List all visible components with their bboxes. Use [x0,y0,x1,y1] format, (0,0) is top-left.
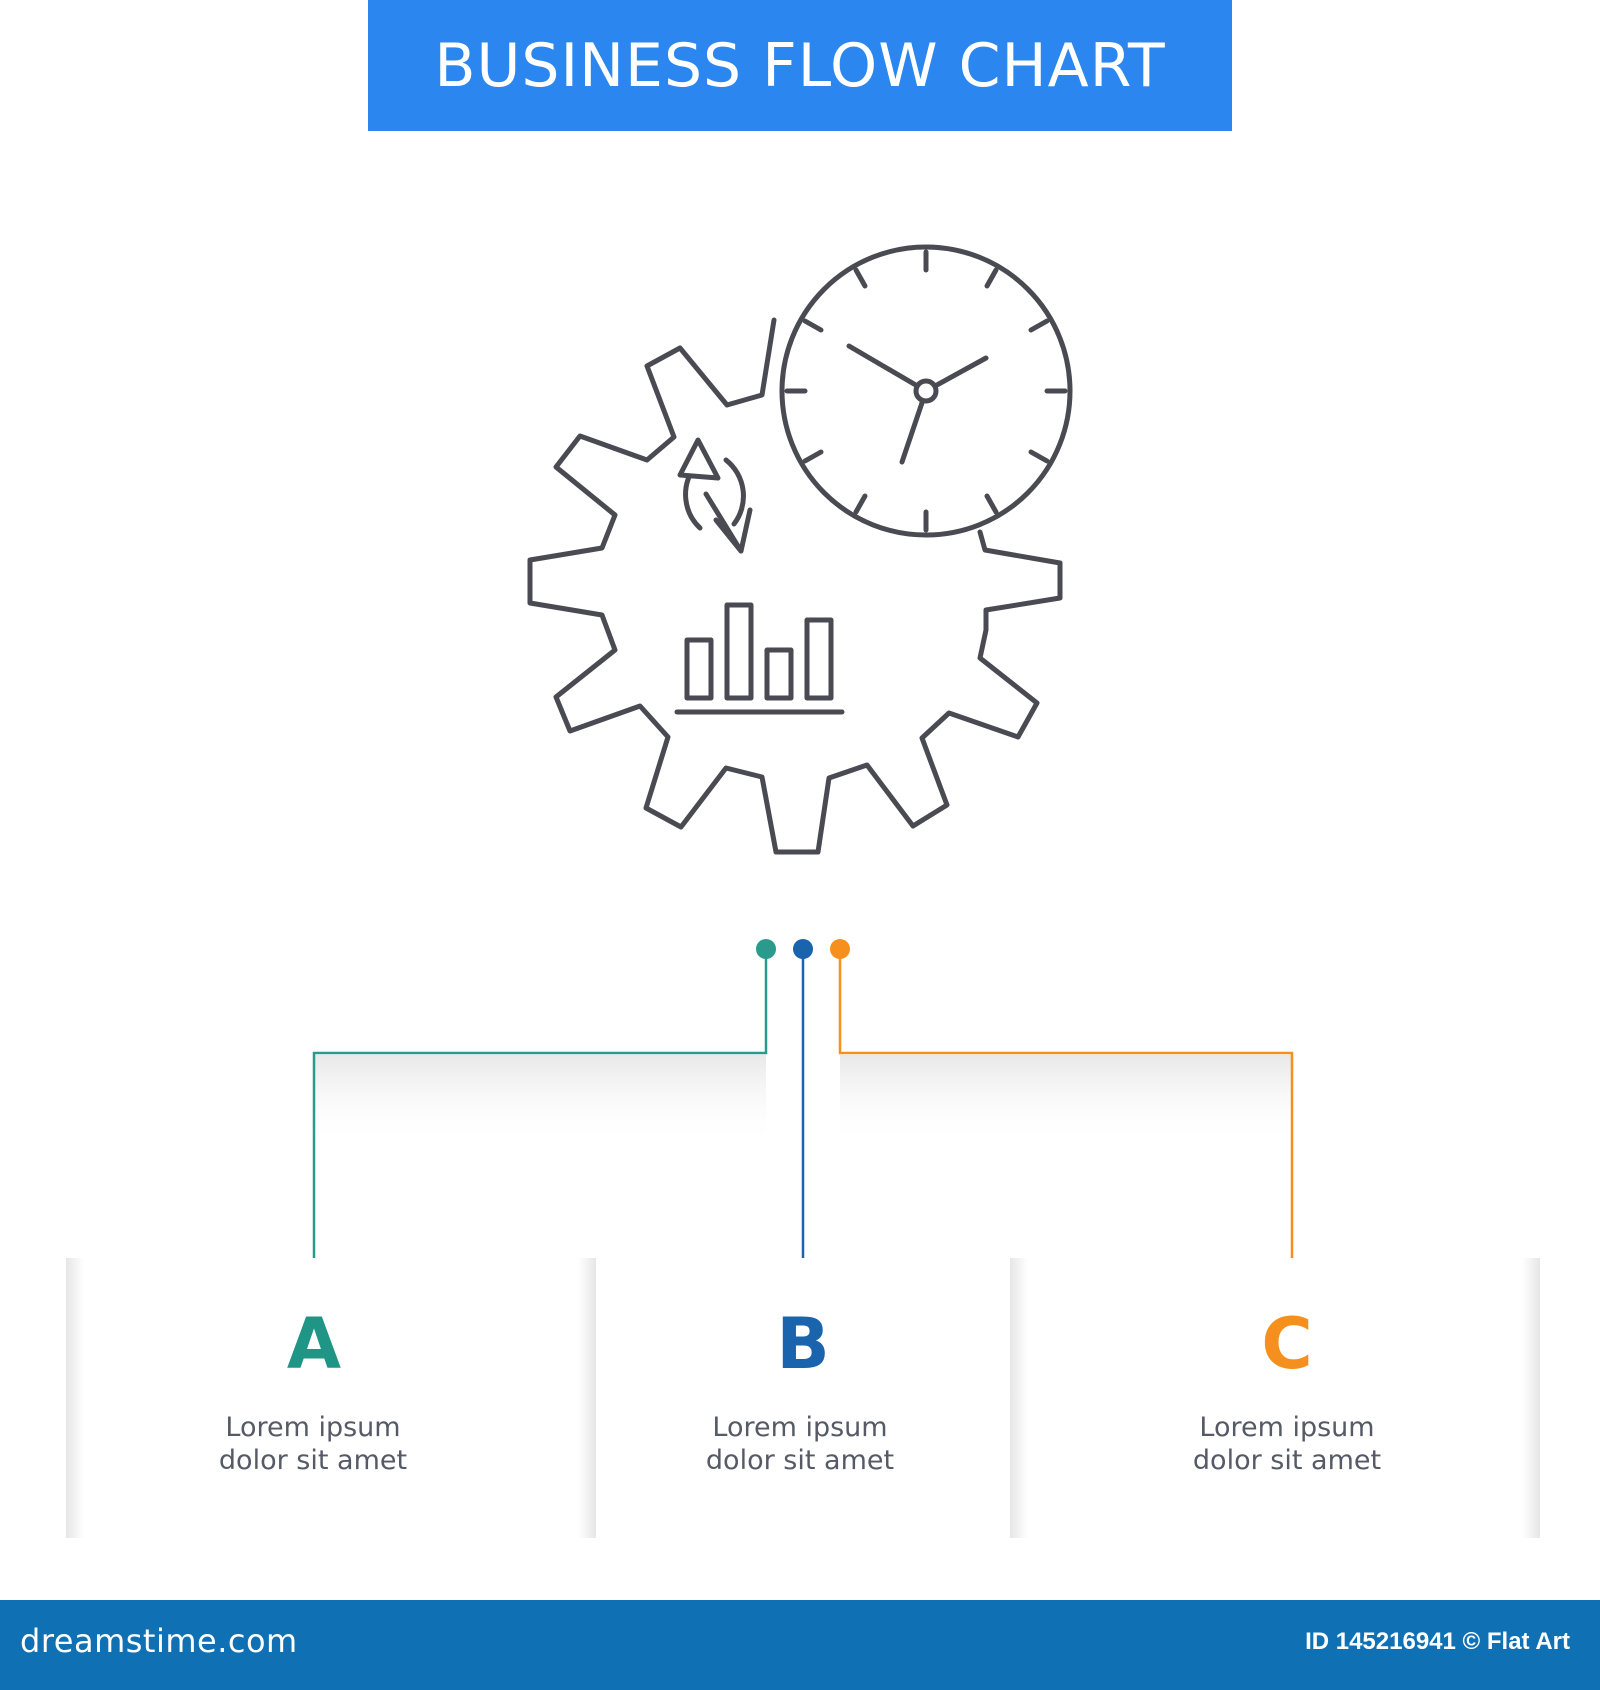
connector-shade-left [314,1055,766,1145]
step-text-a: Lorem ipsum dolor sit amet [183,1411,443,1477]
connector-shade-right [840,1055,1292,1145]
refresh-icon [677,437,753,554]
step-text-line2: dolor sit amet [705,1445,895,1476]
clock-icon [779,244,1073,538]
step-text-line1: Lorem ipsum [225,1412,401,1443]
card-shade [578,1258,596,1538]
footer-credit: ID 145216941 © Flat Art [1305,1628,1570,1655]
step-text-b: Lorem ipsum dolor sit amet [670,1411,930,1477]
connector-a [312,950,768,1275]
page-title: BUSINESS FLOW CHART [434,30,1166,101]
footer-site-logo: dreamstime.com [20,1622,298,1660]
card-shade [66,1258,84,1538]
footer-bar: dreamstime.com ID 145216941 © Flat Art [0,1600,1600,1690]
step-letter-b: B [776,1303,830,1385]
step-text-line2: dolor sit amet [218,1445,408,1476]
step-letter-a: A [286,1303,342,1385]
orange-dot [830,939,850,959]
gear-icon [527,317,1063,855]
step-card-c [1010,1258,1540,1538]
bar-chart-icon [674,602,845,715]
step-text-c: Lorem ipsum dolor sit amet [1157,1411,1417,1477]
step-letter-c: C [1261,1303,1313,1385]
blue-dot [793,939,813,959]
card-shade [1010,1258,1028,1538]
gear-clock-chart-icon [527,244,1073,855]
step-card-a [66,1258,596,1538]
connector-c [838,950,1294,1275]
flowchart-diagram [312,244,1294,1275]
title-banner: BUSINESS FLOW CHART [368,0,1232,131]
step-text-line1: Lorem ipsum [712,1412,888,1443]
teal-dot [756,939,776,959]
step-text-line1: Lorem ipsum [1199,1412,1375,1443]
step-text-line2: dolor sit amet [1192,1445,1382,1476]
card-shade [1522,1258,1540,1538]
